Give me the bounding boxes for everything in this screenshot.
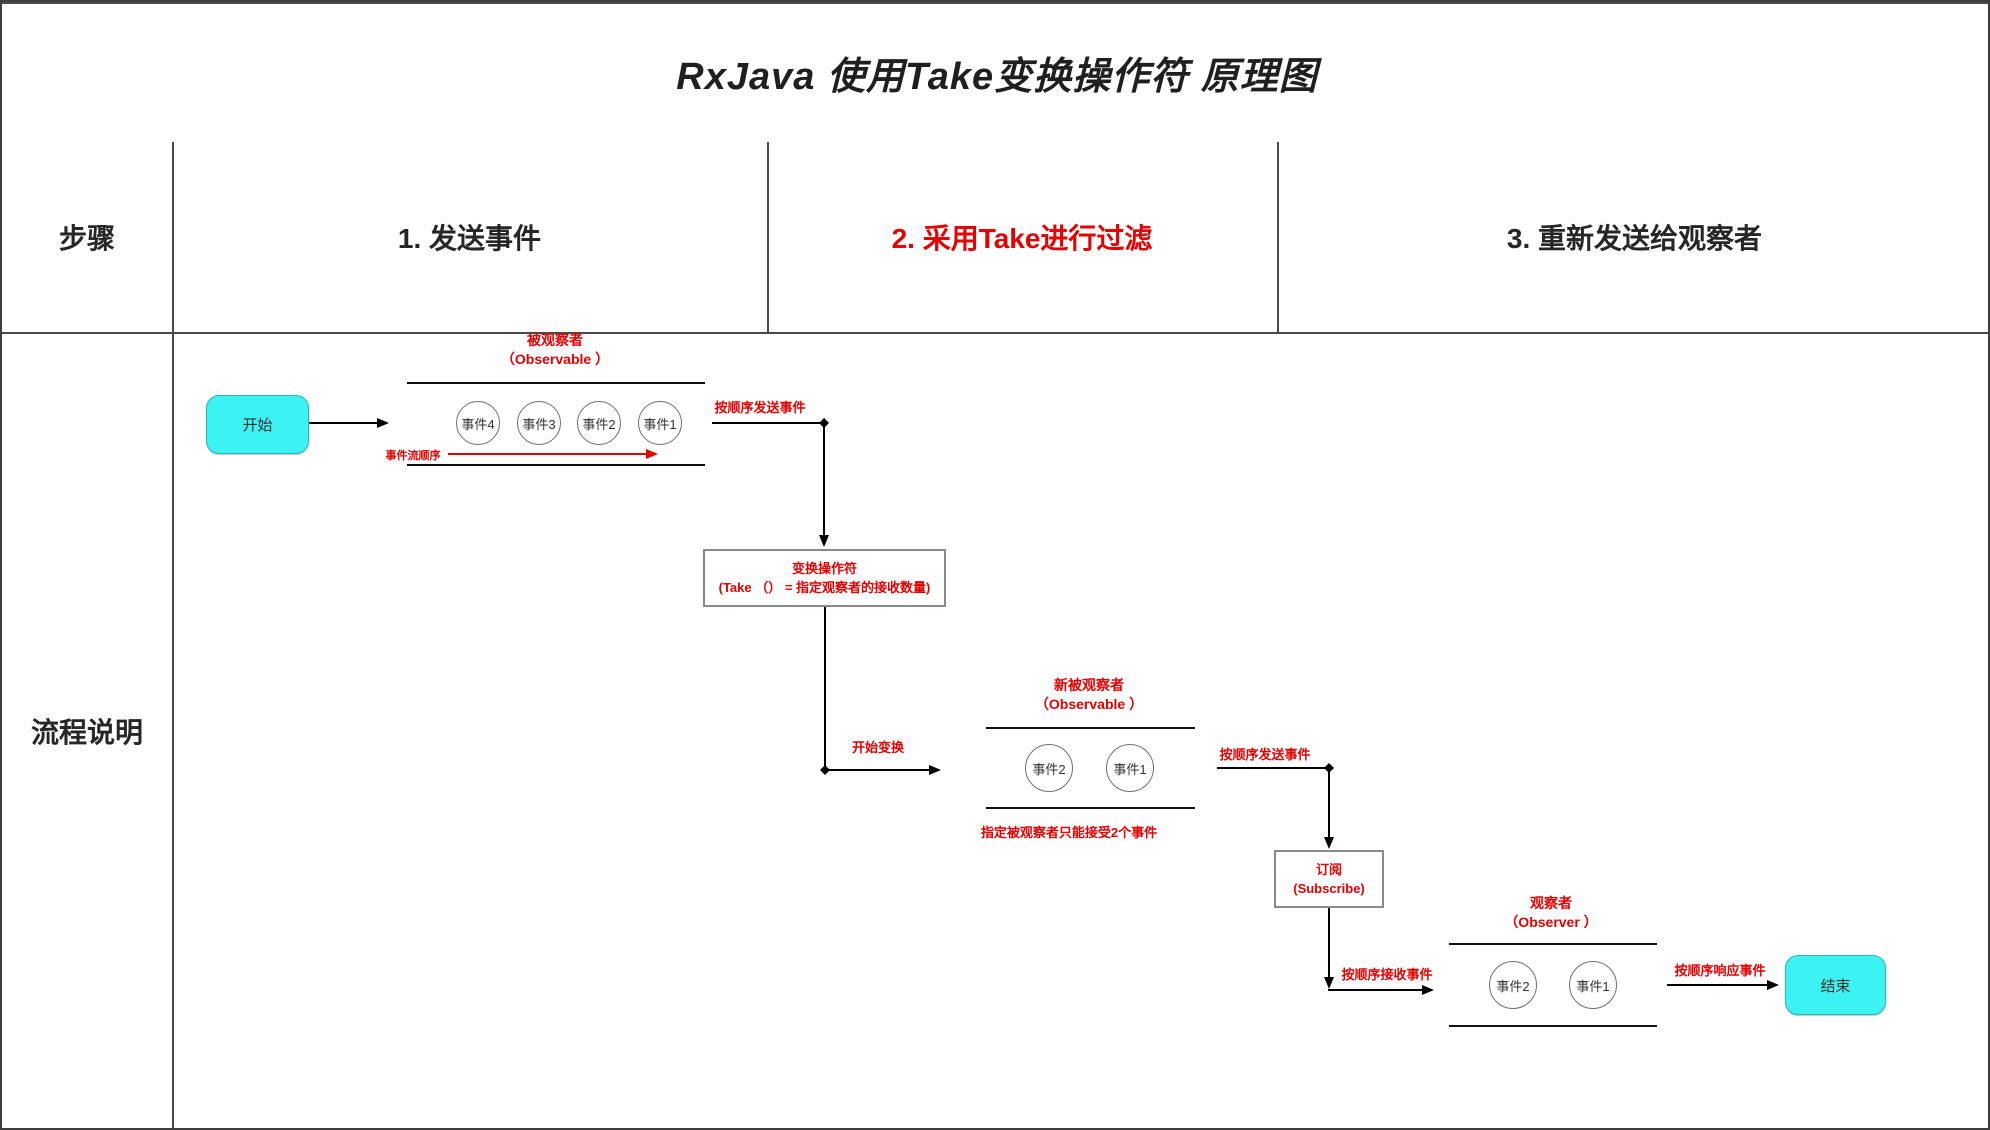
observable1-title-line1: 被观察者 [527, 332, 583, 348]
start-node-label: 开始 [242, 417, 273, 434]
event-circle: 事件3 [517, 401, 561, 445]
observable2-rails [986, 727, 1195, 809]
title-row: RxJava 使用Take变换操作符 原理图 [2, 2, 1988, 142]
event-circle: 事件1 [1569, 961, 1617, 1009]
steps-label: 步骤 [58, 223, 115, 254]
column-header-step1: 1. 发送事件 [172, 142, 767, 332]
event-circle: 事件1 [638, 401, 682, 445]
observable2-title: 新被观察者 （Observable ） [989, 676, 1189, 714]
event-label: 事件2 [1496, 978, 1530, 994]
observable2-title-line2: （Observable ） [1034, 696, 1144, 712]
send2-label: 按顺序发送事件 [1219, 747, 1311, 762]
observer-title-line2: （Observer ） [1504, 914, 1598, 930]
col-divider-1 [172, 142, 174, 1128]
row-header-steps: 步骤 [2, 142, 172, 332]
observable2-caption: 指定被观察者只能接受2个事件 [980, 825, 1158, 840]
take-box-line2: (Take （） = 指定观察者的接收数量) [718, 580, 931, 595]
flow-description-label: 流程说明 [30, 717, 143, 748]
column-header-step3: 3. 重新发送给观察者 [1277, 142, 1988, 332]
event-label: 事件1 [643, 416, 677, 432]
event-label: 事件4 [461, 416, 495, 432]
page-title: RxJava 使用Take变换操作符 原理图 [676, 55, 1318, 98]
subscribe-box-line2: (Subscribe) [1293, 881, 1365, 896]
col-divider-2 [767, 142, 769, 334]
observer-rails [1449, 943, 1657, 1027]
row-header-flow: 流程说明 [2, 332, 172, 1128]
respond-label: 按顺序响应事件 [1674, 963, 1766, 978]
observable2-title-line1: 新被观察者 [1054, 677, 1124, 693]
observable1-title-line2: （Observable ） [500, 351, 610, 367]
event-circle: 事件2 [1489, 961, 1537, 1009]
end-node-label: 结束 [1820, 977, 1851, 995]
step1-label: 1. 发送事件 [397, 223, 542, 254]
transform-label: 开始变换 [851, 740, 904, 755]
event-label: 事件2 [582, 416, 616, 432]
observer-title-line1: 观察者 [1530, 895, 1572, 911]
end-node: 结束 [1785, 955, 1886, 1015]
step2-label: 2. 采用Take进行过滤 [891, 223, 1153, 254]
take-operator-box: 变换操作符 (Take （） = 指定观察者的接收数量) [703, 549, 946, 607]
subscribe-box-line1: 订阅 [1315, 862, 1342, 877]
start-node: 开始 [206, 395, 309, 454]
step3-label: 3. 重新发送给观察者 [1506, 223, 1763, 254]
subscribe-box: 订阅 (Subscribe) [1274, 850, 1384, 908]
receive-label: 按顺序接收事件 [1341, 967, 1433, 982]
event-circle: 事件2 [577, 401, 621, 445]
take-box-line1: 变换操作符 [791, 561, 857, 576]
col-divider-3 [1277, 142, 1279, 334]
header-row-divider [2, 332, 1988, 334]
event-circle: 事件4 [456, 401, 500, 445]
event-label: 事件3 [522, 416, 556, 432]
event-order-label: 事件流顺序 [385, 450, 441, 462]
event-circle: 事件1 [1106, 744, 1154, 792]
title-row-divider [2, 2, 1988, 4]
observable1-title: 被观察者 （Observable ） [455, 331, 655, 369]
event-label: 事件1 [1576, 978, 1610, 994]
send1-label: 按顺序发送事件 [714, 400, 806, 415]
column-header-step2: 2. 采用Take进行过滤 [767, 142, 1277, 332]
event-label: 事件2 [1032, 761, 1066, 777]
event-label: 事件1 [1113, 761, 1147, 777]
event-circle: 事件2 [1025, 744, 1073, 792]
observer-title: 观察者 （Observer ） [1451, 894, 1651, 932]
